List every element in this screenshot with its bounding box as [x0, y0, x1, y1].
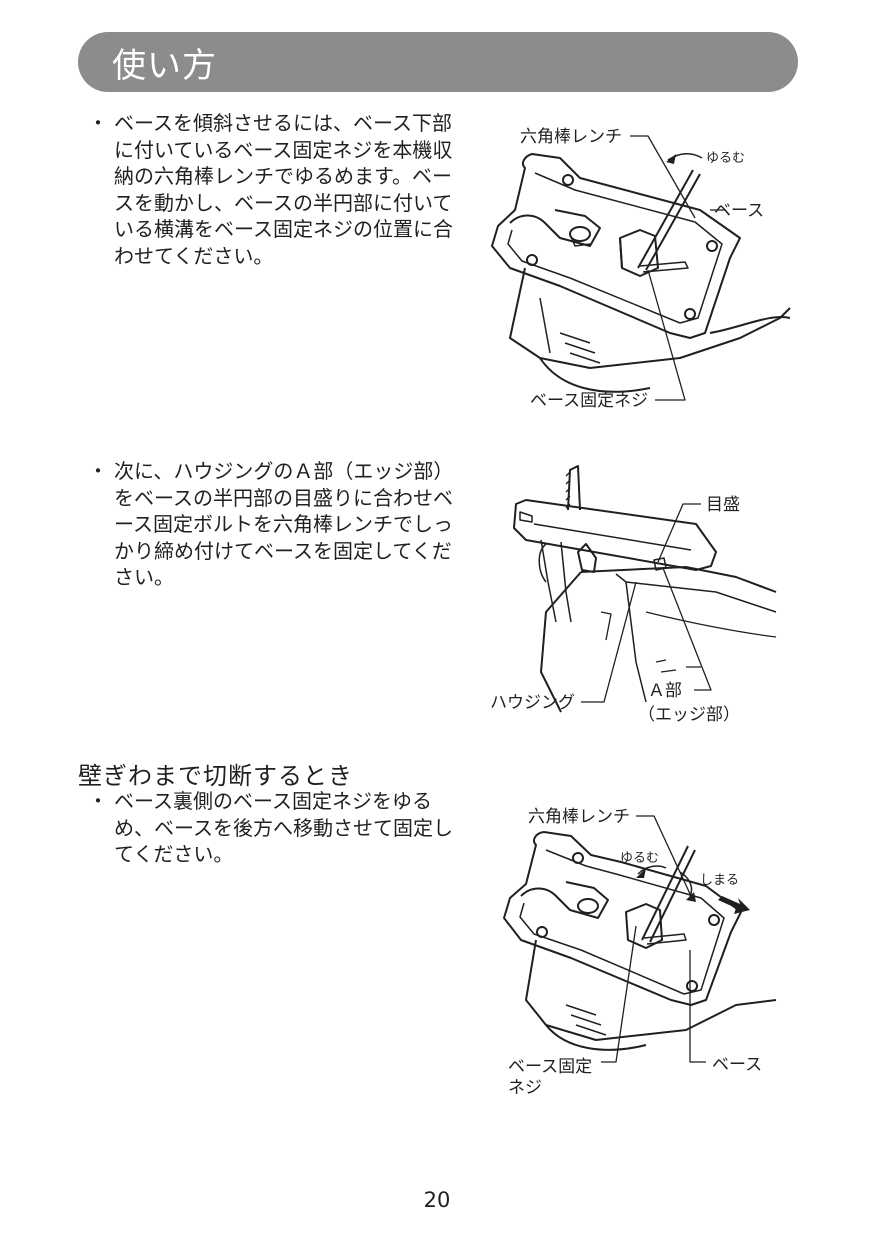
label-edge-part: （エッジ部）: [638, 705, 740, 725]
instruction-paragraph-1: ・ ベースを傾斜させるには、ベース下部に付いているベース固定ネジを本機収納の六角…: [88, 110, 460, 269]
label-loosen: ゆるむ: [706, 151, 745, 166]
label-base-screw-line1: ベース固定: [508, 1057, 592, 1077]
label-housing: ハウジング: [490, 693, 575, 713]
page-number: 20: [423, 1188, 451, 1212]
housing-alignment-illustration: 目盛 ハウジング Ａ部 （エッジ部）: [490, 465, 777, 725]
bullet: ・: [88, 459, 108, 483]
label-tighten: しまる: [700, 873, 739, 888]
label-scale: 目盛: [706, 495, 740, 515]
label-base-screw: ベース固定ネジ: [530, 391, 648, 411]
instruction-paragraph-3: ・ ベース裏側のベース固定ネジをゆるめ、ベースを後方へ移動させて固定してください…: [88, 788, 460, 868]
label-base: ベース: [714, 201, 764, 221]
bullet: ・: [88, 789, 108, 813]
label-base: ベース: [712, 1055, 762, 1075]
label-base-screw-line2: ネジ: [508, 1078, 542, 1098]
label-part-a: Ａ部: [648, 681, 682, 701]
instruction-text-1: ベースを傾斜させるには、ベース下部に付いているベース固定ネジを本機収納の六角棒レ…: [114, 111, 453, 268]
page-title: 使い方: [112, 46, 217, 86]
label-hex-wrench: 六角棒レンチ: [520, 127, 622, 147]
base-tilt-illustration: 六角棒レンチ ゆるむ ベース ベース固定ネジ: [491, 127, 791, 411]
instruction-text-3: ベース裏側のベース固定ネジをゆるめ、ベースを後方へ移動させて固定してください。: [114, 789, 453, 866]
instruction-paragraph-2: ・ 次に、ハウジングのＡ部（エッジ部）をベースの半円部の目盛りに合わせベース固定…: [88, 458, 460, 591]
bullet: ・: [88, 111, 108, 135]
instruction-text-2: 次に、ハウジングのＡ部（エッジ部）をベースの半円部の目盛りに合わせベース固定ボル…: [114, 459, 454, 589]
base-move-illustration: 六角棒レンチ ゆるむ しまる ベース固定 ネジ ベース: [503, 807, 777, 1098]
label-loosen: ゆるむ: [620, 851, 659, 866]
section-heading-wall-cutting: 壁ぎわまで切断するとき: [78, 762, 353, 790]
section-banner: 使い方: [78, 32, 798, 92]
label-hex-wrench: 六角棒レンチ: [528, 807, 630, 827]
